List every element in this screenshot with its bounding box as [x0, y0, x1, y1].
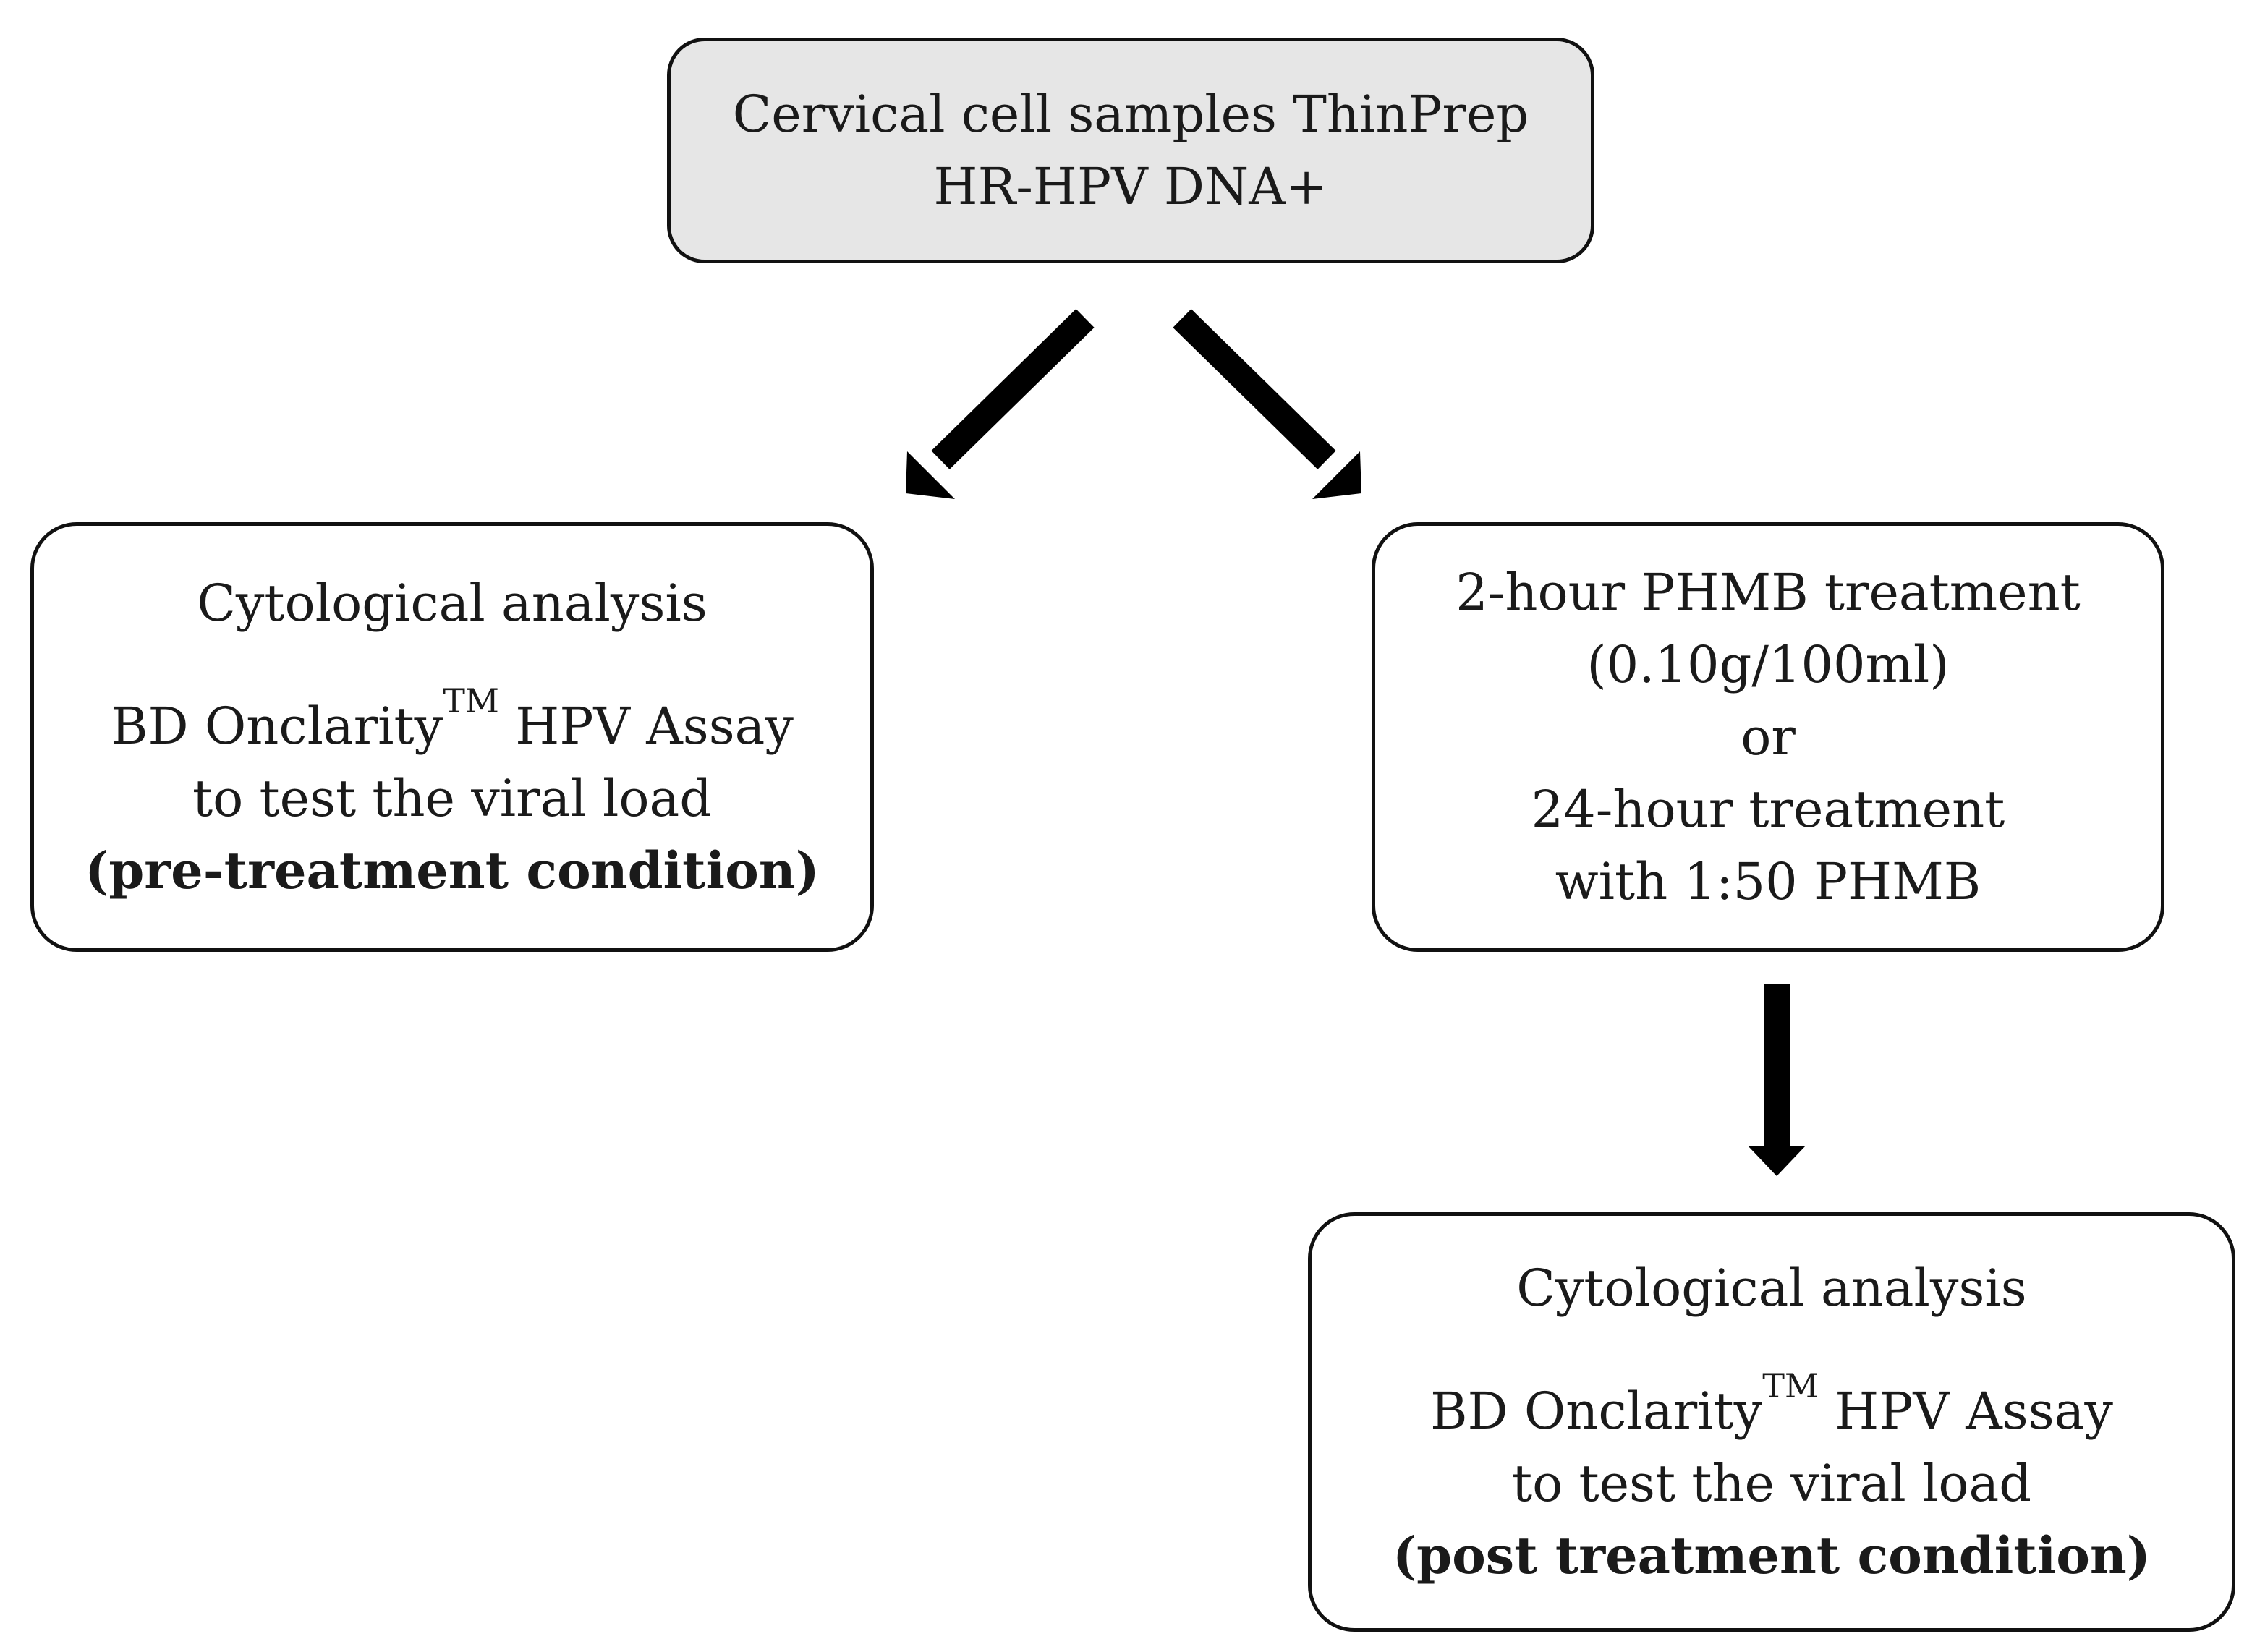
arrow-to-pre-treatment	[906, 309, 1095, 499]
post-assay: BD OnclarityTM HPV Assay	[1430, 1369, 2113, 1447]
post-assay-prefix: BD Onclarity	[1430, 1381, 1763, 1441]
arrow-to-treatment	[1173, 309, 1361, 499]
treatment-line-3: or	[1741, 707, 1796, 767]
arrow-to-post-treatment	[1748, 984, 1806, 1176]
treatment-line-1: 2-hour PHMB treatment	[1456, 563, 2081, 622]
treatment-box: 2-hour PHMB treatment (0.10g/100ml) or 2…	[1372, 522, 2164, 952]
treatment-line-4: 24-hour treatment	[1531, 780, 2005, 839]
pre-purpose: to test the viral load	[192, 769, 713, 828]
samples-box: Cervical cell samples ThinPrep HR-HPV DN…	[667, 38, 1594, 263]
post-treatment-box: Cytological analysis BD OnclarityTM HPV …	[1308, 1212, 2235, 1632]
pre-assay-prefix: BD Onclarity	[111, 697, 443, 756]
pre-assay: BD OnclarityTM HPV Assay	[111, 684, 794, 762]
pre-treatment-box: Cytological analysis BD OnclarityTM HPV …	[30, 522, 874, 952]
post-assay-tm: TM	[1762, 1366, 1819, 1405]
samples-line-2: HR-HPV DNA+	[933, 157, 1328, 216]
treatment-line-2: (0.10g/100ml)	[1586, 635, 1950, 694]
samples-line-1: Cervical cell samples ThinPrep	[732, 85, 1529, 144]
pre-assay-suffix: HPV Assay	[499, 697, 794, 756]
post-condition: (post treatment condition)	[1393, 1525, 2151, 1585]
post-heading: Cytological analysis	[1516, 1259, 2027, 1318]
post-purpose: to test the viral load	[1511, 1454, 2032, 1513]
post-assay-suffix: HPV Assay	[1819, 1381, 2113, 1441]
pre-heading: Cytological analysis	[197, 574, 708, 633]
pre-condition: (pre-treatment condition)	[85, 840, 820, 900]
treatment-line-5: with 1:50 PHMB	[1555, 852, 1981, 911]
pre-assay-tm: TM	[443, 681, 500, 720]
